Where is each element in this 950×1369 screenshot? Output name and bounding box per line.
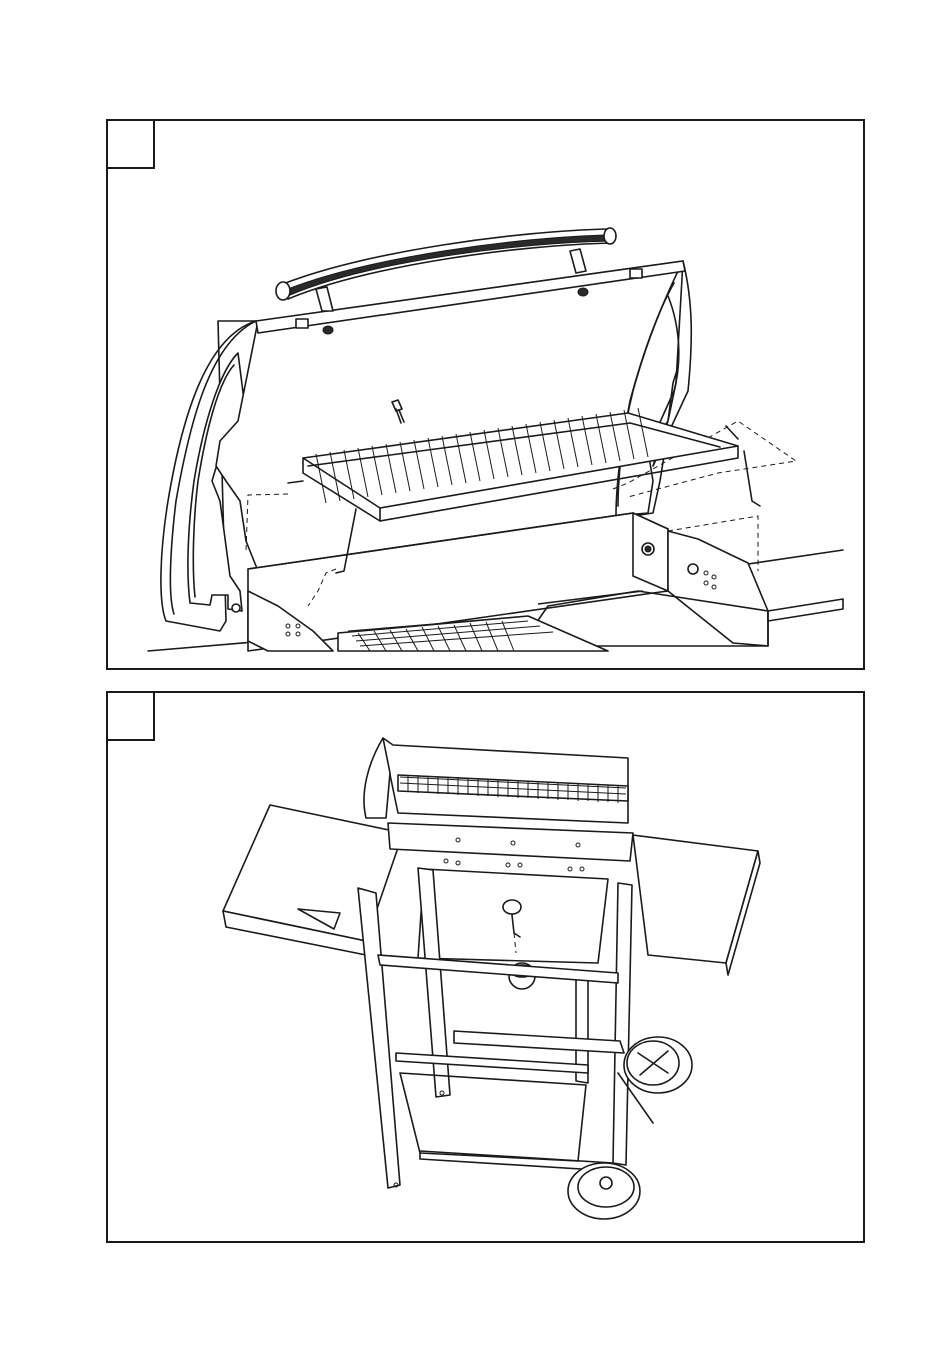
wheel-lower [568, 1163, 640, 1219]
lid-hinge-slot-right [630, 269, 642, 278]
igniter-port [503, 900, 521, 914]
step-panel-1 [106, 119, 865, 670]
handle-mount-right [578, 288, 588, 296]
step-number-box-2 [106, 691, 155, 741]
handle-mount-left [323, 326, 333, 334]
grill-body [364, 738, 633, 989]
wheel-upper [618, 1037, 692, 1123]
grill-cart-illustration [108, 693, 865, 1243]
step-number-1 [108, 121, 153, 167]
side-shelf-right [633, 835, 760, 975]
step-number-box-1 [106, 119, 155, 169]
step-panel-2 [106, 691, 865, 1243]
grill-lid-illustration [108, 121, 865, 670]
lid-hinge-slot-left [296, 319, 308, 328]
step-number-2 [108, 693, 153, 739]
